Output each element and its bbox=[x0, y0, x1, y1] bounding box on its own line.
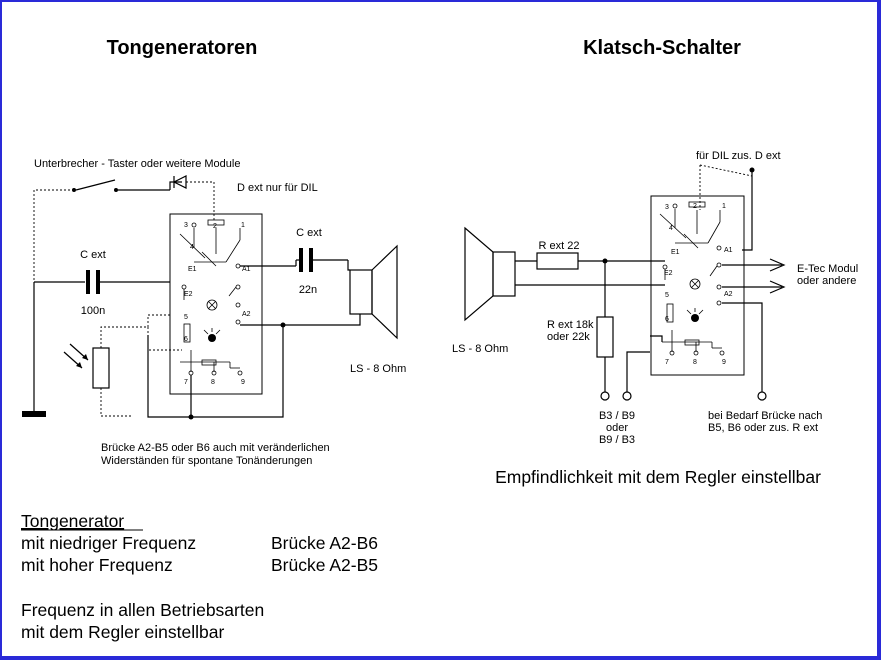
sensitivity-text: Empfindlichkeit mit dem Regler einstellb… bbox=[495, 467, 821, 487]
speaker-right-label: LS - 8 Ohm bbox=[452, 343, 508, 355]
svg-text:3: 3 bbox=[184, 222, 188, 229]
led-icon bbox=[691, 314, 699, 322]
speaker-right-icon bbox=[464, 226, 516, 322]
lamp-icon bbox=[689, 278, 701, 290]
svg-text:1: 1 bbox=[722, 203, 726, 210]
left-module-block: 3 2 1 4 E1 A1 E2 5 A2 6 7 8 9 bbox=[169, 213, 263, 395]
photoresistor-icon bbox=[63, 343, 110, 389]
r-ext-22-label: R ext 22 bbox=[539, 240, 580, 252]
b-line2: oder bbox=[606, 422, 628, 434]
svg-text:E2: E2 bbox=[664, 270, 673, 277]
d-ext-label: D ext nur für DIL bbox=[237, 182, 318, 194]
row2-left: mit hoher Frequenz bbox=[21, 555, 173, 575]
c-ext-right-value: 22n bbox=[299, 284, 317, 296]
resistor-22-icon bbox=[515, 252, 665, 286]
svg-text:2: 2 bbox=[693, 203, 697, 210]
r-ext-18k-line1: R ext 18k bbox=[547, 319, 594, 331]
svg-text:4: 4 bbox=[190, 244, 194, 251]
svg-text:A2: A2 bbox=[724, 291, 733, 298]
svg-text:A1: A1 bbox=[242, 266, 251, 273]
output-arrows bbox=[722, 258, 786, 294]
svg-text:7: 7 bbox=[665, 359, 669, 366]
svg-text:A2: A2 bbox=[242, 311, 251, 318]
bridge-line2: B5, B6 oder zus. R ext bbox=[708, 422, 818, 434]
svg-text:8: 8 bbox=[211, 379, 215, 386]
svg-text:E2: E2 bbox=[184, 291, 193, 298]
svg-text:7: 7 bbox=[184, 379, 188, 386]
svg-text:2: 2 bbox=[213, 223, 217, 230]
bridge-line1: bei Bedarf Brücke nach bbox=[708, 410, 822, 422]
svg-text:E1: E1 bbox=[188, 266, 197, 273]
b-line3: B9 / B3 bbox=[599, 434, 635, 446]
svg-text:9: 9 bbox=[722, 359, 726, 366]
svg-text:A1: A1 bbox=[724, 247, 733, 254]
row1-left: mit niedriger Frequenz bbox=[21, 533, 196, 553]
left-note-line2: Widerständen für spontane Tonänderungen bbox=[101, 455, 312, 467]
svg-text:1: 1 bbox=[241, 222, 245, 229]
right-title: Klatsch-Schalter bbox=[583, 37, 741, 59]
capacitor-right-icon bbox=[295, 248, 348, 272]
left-title: Tongeneratoren bbox=[107, 37, 258, 59]
dil-dashed-path bbox=[699, 164, 755, 251]
svg-text:5: 5 bbox=[184, 314, 188, 321]
ground-icon bbox=[22, 411, 46, 417]
c-ext-left-label: C ext bbox=[80, 249, 106, 261]
row2-right: Brücke A2-B5 bbox=[271, 555, 378, 575]
svg-text:8: 8 bbox=[693, 359, 697, 366]
interrupter-label: Unterbrecher - Taster oder weitere Modul… bbox=[34, 158, 240, 170]
svg-text:E1: E1 bbox=[671, 249, 680, 256]
resistor-18k-icon bbox=[596, 261, 767, 401]
c-ext-left-value: 100n bbox=[81, 305, 105, 317]
svg-text:6: 6 bbox=[184, 336, 188, 343]
svg-text:4: 4 bbox=[669, 225, 673, 232]
left-note-line1: Brücke A2-B5 oder B6 auch mit veränderli… bbox=[101, 442, 330, 454]
c-ext-right-label: C ext bbox=[296, 227, 322, 239]
led-icon bbox=[208, 334, 216, 342]
svg-text:3: 3 bbox=[665, 204, 669, 211]
row1-right: Brücke A2-B6 bbox=[271, 533, 378, 553]
svg-text:5: 5 bbox=[665, 292, 669, 299]
etec-line1: E-Tec Modul bbox=[797, 263, 858, 275]
etec-line2: oder andere bbox=[797, 275, 856, 287]
r-ext-18k-line2: oder 22k bbox=[547, 331, 590, 343]
capacitor-left-icon bbox=[34, 270, 170, 294]
svg-text:9: 9 bbox=[241, 379, 245, 386]
speaker-left-icon bbox=[283, 244, 398, 340]
dil-label: für DIL zus. D ext bbox=[696, 150, 781, 162]
freq-line1: Frequenz in allen Betriebsarten bbox=[21, 600, 264, 620]
b-line1: B3 / B9 bbox=[599, 410, 635, 422]
lamp-icon bbox=[206, 299, 218, 311]
tongenerator-heading: Tongenerator bbox=[21, 511, 124, 531]
speaker-left-label: LS - 8 Ohm bbox=[350, 363, 406, 375]
freq-line2: mit dem Regler einstellbar bbox=[21, 622, 224, 642]
